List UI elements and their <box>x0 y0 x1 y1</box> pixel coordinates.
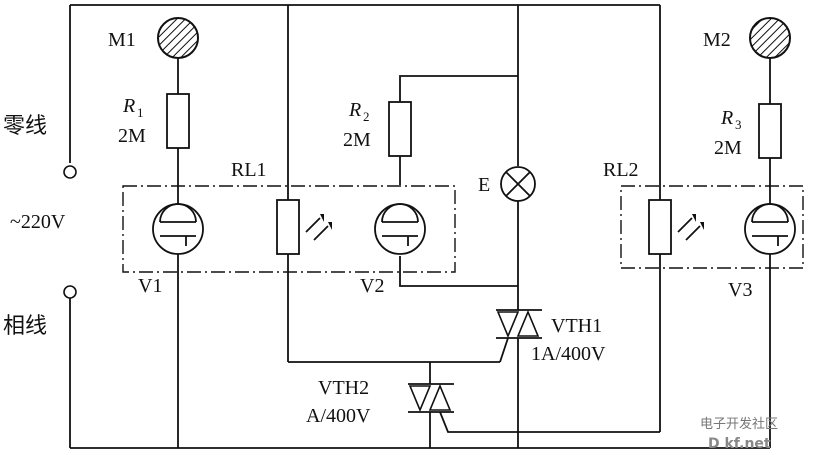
label-v3: V3 <box>728 279 752 301</box>
label-voltage: ~220V <box>10 211 66 233</box>
label-v1: V1 <box>138 275 162 297</box>
m2-neon-icon <box>749 17 791 59</box>
r2-resistor <box>388 101 412 157</box>
watermark-line2: D kf.net <box>708 436 771 452</box>
label-r3-value: 2M <box>714 137 742 159</box>
r1-resistor <box>166 93 190 149</box>
label-lamp-e: E <box>478 174 490 196</box>
label-r1-sub: 1 <box>137 105 144 120</box>
label-vth1-name: VTH1 <box>551 315 602 337</box>
rl1-photoresistor <box>276 199 300 255</box>
label-m2: M2 <box>703 29 731 51</box>
label-m1: M1 <box>108 29 136 51</box>
label-r1-letter: R <box>122 95 135 117</box>
label-r2-value: 2M <box>343 129 371 151</box>
sensor-box-right <box>620 185 804 269</box>
label-vth1-rating: 1A/400V <box>531 343 606 365</box>
label-vth2-rating: A/400V <box>306 405 371 427</box>
label-rl2: RL2 <box>603 159 639 181</box>
label-phase-line: 相线 <box>3 314 47 339</box>
rl2-photoresistor <box>648 199 672 255</box>
v3-phototube-icon <box>744 203 796 255</box>
label-neutral-line: 零线 <box>3 114 47 139</box>
watermark-line1: 电子开发社区 <box>700 416 778 432</box>
label-vth2-name: VTH2 <box>318 377 369 399</box>
sensor-box-left <box>122 185 456 273</box>
label-r2-sub: 2 <box>363 109 370 124</box>
r3-resistor <box>758 103 782 159</box>
label-rl1: RL1 <box>231 159 267 181</box>
neutral-terminal <box>63 165 77 179</box>
vth1-triac-icon <box>496 309 542 363</box>
v1-phototube-icon <box>152 203 204 255</box>
m1-neon-icon <box>157 17 199 59</box>
v2-bottom-wire <box>399 256 518 287</box>
vth2-triac-icon <box>408 383 660 433</box>
label-v2: V2 <box>360 275 384 297</box>
rl2-light-arrows-icon <box>677 214 704 241</box>
phase-terminal <box>63 285 77 299</box>
v2-phototube-icon <box>374 203 426 255</box>
label-r3-sub: 3 <box>735 117 742 132</box>
rl1-light-arrows-icon <box>305 214 332 241</box>
label-r3-letter: R <box>720 107 733 129</box>
label-r1-value: 2M <box>118 125 146 147</box>
r2-top-wire <box>399 75 518 102</box>
label-r2-letter: R <box>348 99 361 121</box>
